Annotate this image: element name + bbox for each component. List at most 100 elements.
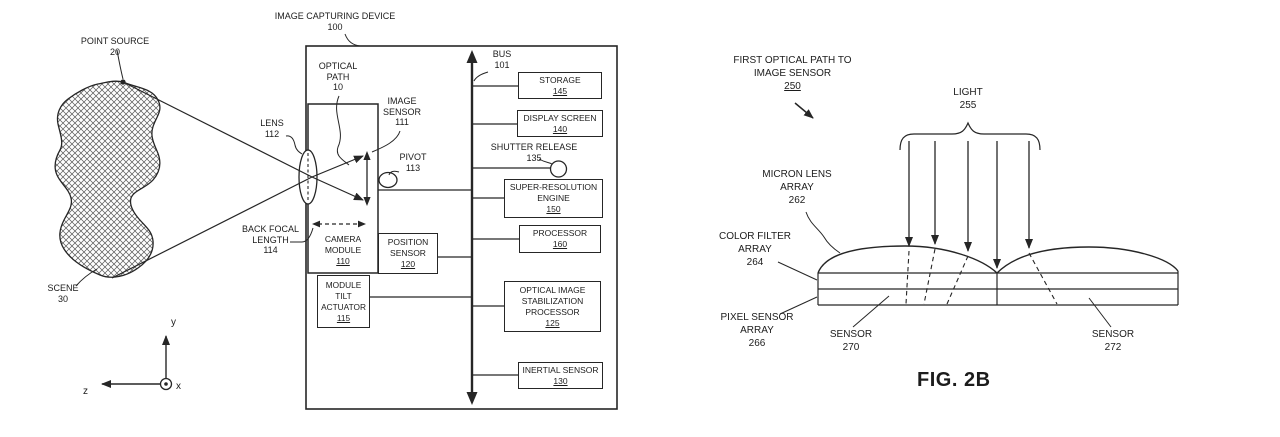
leader-sensor-272 — [1088, 297, 1112, 328]
device-label-text: IMAGE CAPTURING DEVICE — [274, 11, 396, 21]
module-tilt-actuator-box: MODULE TILT ACTUATOR 115 — [317, 275, 370, 328]
image-capturing-device-box — [305, 45, 618, 410]
storage-ref: 145 — [552, 85, 568, 96]
bus-arrow — [466, 50, 478, 405]
leader-lens — [285, 135, 303, 155]
sensor-272-text: SENSOR — [1091, 329, 1135, 340]
pixel-sensor-array-label: PIXEL SENSOR ARRAY 266 — [714, 311, 800, 350]
back-focal-length-label: BACK FOCAL LENGTH 114 — [238, 224, 303, 256]
leader-device — [344, 33, 361, 47]
leader-back-focal — [290, 227, 314, 243]
leader-pivot — [388, 170, 400, 176]
point-source-dot — [120, 79, 126, 85]
point-source-label-text: POINT SOURCE — [80, 36, 150, 46]
module-tilt-text3: ACTUATOR — [321, 301, 366, 312]
display-screen-text: DISPLAY SCREEN — [523, 112, 597, 123]
inertial-sensor-ref: 130 — [553, 375, 568, 386]
first-optical-path-arrow — [794, 102, 814, 119]
device-label: IMAGE CAPTURING DEVICE 100 — [262, 11, 408, 32]
module-tilt-text2: TILT — [335, 290, 352, 301]
first-optical-path-text1: FIRST OPTICAL PATH TO — [733, 55, 852, 66]
leader-optical-path — [336, 95, 350, 166]
leader-shutter — [538, 158, 553, 165]
first-optical-path-text2: IMAGE SENSOR — [753, 68, 832, 79]
ois-processor-box: OPTICAL IMAGE STABILIZATION PROCESSOR 12… — [504, 281, 601, 332]
leader-scene — [75, 268, 98, 287]
pivot-label-ref: 113 — [405, 162, 421, 173]
micron-lens-text2: ARRAY — [780, 182, 814, 193]
position-sensor-text2: SENSOR — [390, 248, 426, 258]
bus-label-text: BUS — [492, 49, 512, 59]
point-source-label-ref: 20 — [109, 46, 120, 57]
pixel-sensor-text1: PIXEL SENSOR — [720, 312, 794, 323]
storage-text: STORAGE — [539, 74, 581, 85]
image-sensor-label: IMAGE SENSOR 111 — [379, 96, 425, 128]
sensor-270-label: SENSOR 270 — [823, 328, 879, 354]
micron-lens-array-label: MICRON LENS ARRAY 262 — [754, 168, 840, 207]
shutter-release-circle — [549, 160, 568, 178]
ois-ref: 125 — [545, 317, 560, 328]
lens-label-ref: 112 — [264, 128, 280, 139]
back-focal-label-ref: 114 — [263, 245, 278, 255]
leader-sensor-270 — [852, 295, 890, 328]
axis-label-y: y — [171, 317, 176, 328]
module-tilt-ref: 115 — [336, 312, 351, 323]
ray-upper — [122, 81, 364, 201]
back-focal-length-arrow — [312, 220, 366, 228]
scene-label-ref: 30 — [57, 293, 68, 304]
inertial-sensor-box: INERTIAL SENSOR 130 — [518, 362, 603, 389]
scene-label: SCENE 30 — [38, 283, 88, 304]
position-sensor-text1: POSITION — [387, 237, 429, 247]
point-source-label: POINT SOURCE 20 — [73, 36, 157, 57]
leader-micron-lens — [805, 211, 841, 254]
optical-path-label: OPTICAL PATH 10 — [316, 61, 360, 93]
first-optical-path-label: FIRST OPTICAL PATH TO IMAGE SENSOR 250 — [710, 54, 875, 93]
color-filter-text1: COLOR FILTER — [718, 231, 792, 242]
shutter-release-label: SHUTTER RELEASE 135 — [489, 142, 579, 163]
light-label-text: LIGHT — [953, 87, 983, 98]
leader-point-source — [116, 49, 124, 80]
ois-text2: STABILIZATION — [521, 295, 584, 306]
ois-text1: OPTICAL IMAGE — [519, 284, 586, 295]
pivot-label-text: PIVOT — [399, 152, 427, 162]
color-filter-array-label: COLOR FILTER ARRAY 264 — [712, 230, 798, 269]
camera-module-label: CAMERA MODULE 110 — [311, 234, 375, 267]
sensor-270-ref: 270 — [842, 342, 860, 353]
light-label-ref: 255 — [959, 100, 977, 111]
leader-color-filter — [777, 261, 818, 281]
first-optical-path-ref: 250 — [784, 81, 801, 92]
image-sensor-label-text1: IMAGE — [387, 96, 417, 106]
pivot-label: PIVOT 113 — [394, 152, 432, 173]
device-label-ref: 100 — [327, 21, 343, 32]
micron-lens-ref: 262 — [788, 195, 806, 206]
sensor-272-label: SENSOR 272 — [1085, 328, 1141, 354]
bus-label-ref: 101 — [494, 59, 510, 70]
coordinate-axes — [101, 335, 173, 391]
shutter-release-label-ref: 135 — [526, 152, 542, 163]
processor-ref: 160 — [552, 239, 568, 249]
light-label: LIGHT 255 — [939, 86, 997, 112]
position-sensor-box: POSITION SENSOR 120 — [378, 233, 438, 274]
display-screen-box: DISPLAY SCREEN 140 — [517, 110, 603, 137]
camera-module-label-text2: MODULE — [324, 245, 362, 255]
ois-text3: PROCESSOR — [525, 306, 580, 317]
scene-label-text: SCENE — [47, 283, 79, 293]
lens-label: LENS 112 — [250, 118, 294, 139]
scene-blob — [54, 80, 161, 278]
camera-module-label-text1: CAMERA — [324, 234, 362, 244]
refracted-rays-dashed — [905, 248, 1058, 305]
image-sensor-arrow — [363, 151, 371, 206]
pivot-ellipse — [378, 171, 398, 189]
position-sensor-ref: 120 — [400, 259, 416, 269]
back-focal-label-text1: BACK FOCAL — [241, 224, 299, 234]
inertial-sensor-text: INERTIAL SENSOR — [522, 364, 599, 375]
display-screen-ref: 140 — [552, 123, 568, 134]
module-tilt-text1: MODULE — [325, 279, 362, 290]
lens-label-text: LENS — [260, 118, 284, 128]
micron-lens-text1: MICRON LENS — [762, 169, 832, 180]
pixel-sensor-ref: 266 — [748, 338, 766, 349]
color-filter-ref: 264 — [746, 257, 764, 268]
bus-connectors — [370, 85, 552, 376]
